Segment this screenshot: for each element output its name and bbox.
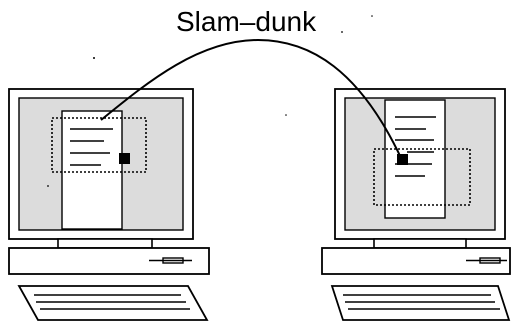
computer-right xyxy=(321,88,511,321)
keyboard-left xyxy=(17,285,209,321)
diagram-title: Slam–dunk xyxy=(176,6,317,37)
monitor-stand-right xyxy=(373,238,467,249)
slam-dunk-arc xyxy=(100,38,403,161)
document-left-text-lines xyxy=(70,128,113,166)
selection-box-right xyxy=(373,148,471,206)
keyboard-keys-right xyxy=(343,294,500,310)
document-right xyxy=(384,99,446,219)
monitor-stand-left xyxy=(57,238,153,249)
keyboard-keys-left xyxy=(34,294,190,310)
keyboard-right xyxy=(330,285,511,321)
computer-left xyxy=(8,88,210,321)
dragged-object-left xyxy=(119,153,130,164)
scan-specks xyxy=(47,15,373,187)
document-left xyxy=(61,110,123,230)
selection-box-left xyxy=(51,117,147,173)
